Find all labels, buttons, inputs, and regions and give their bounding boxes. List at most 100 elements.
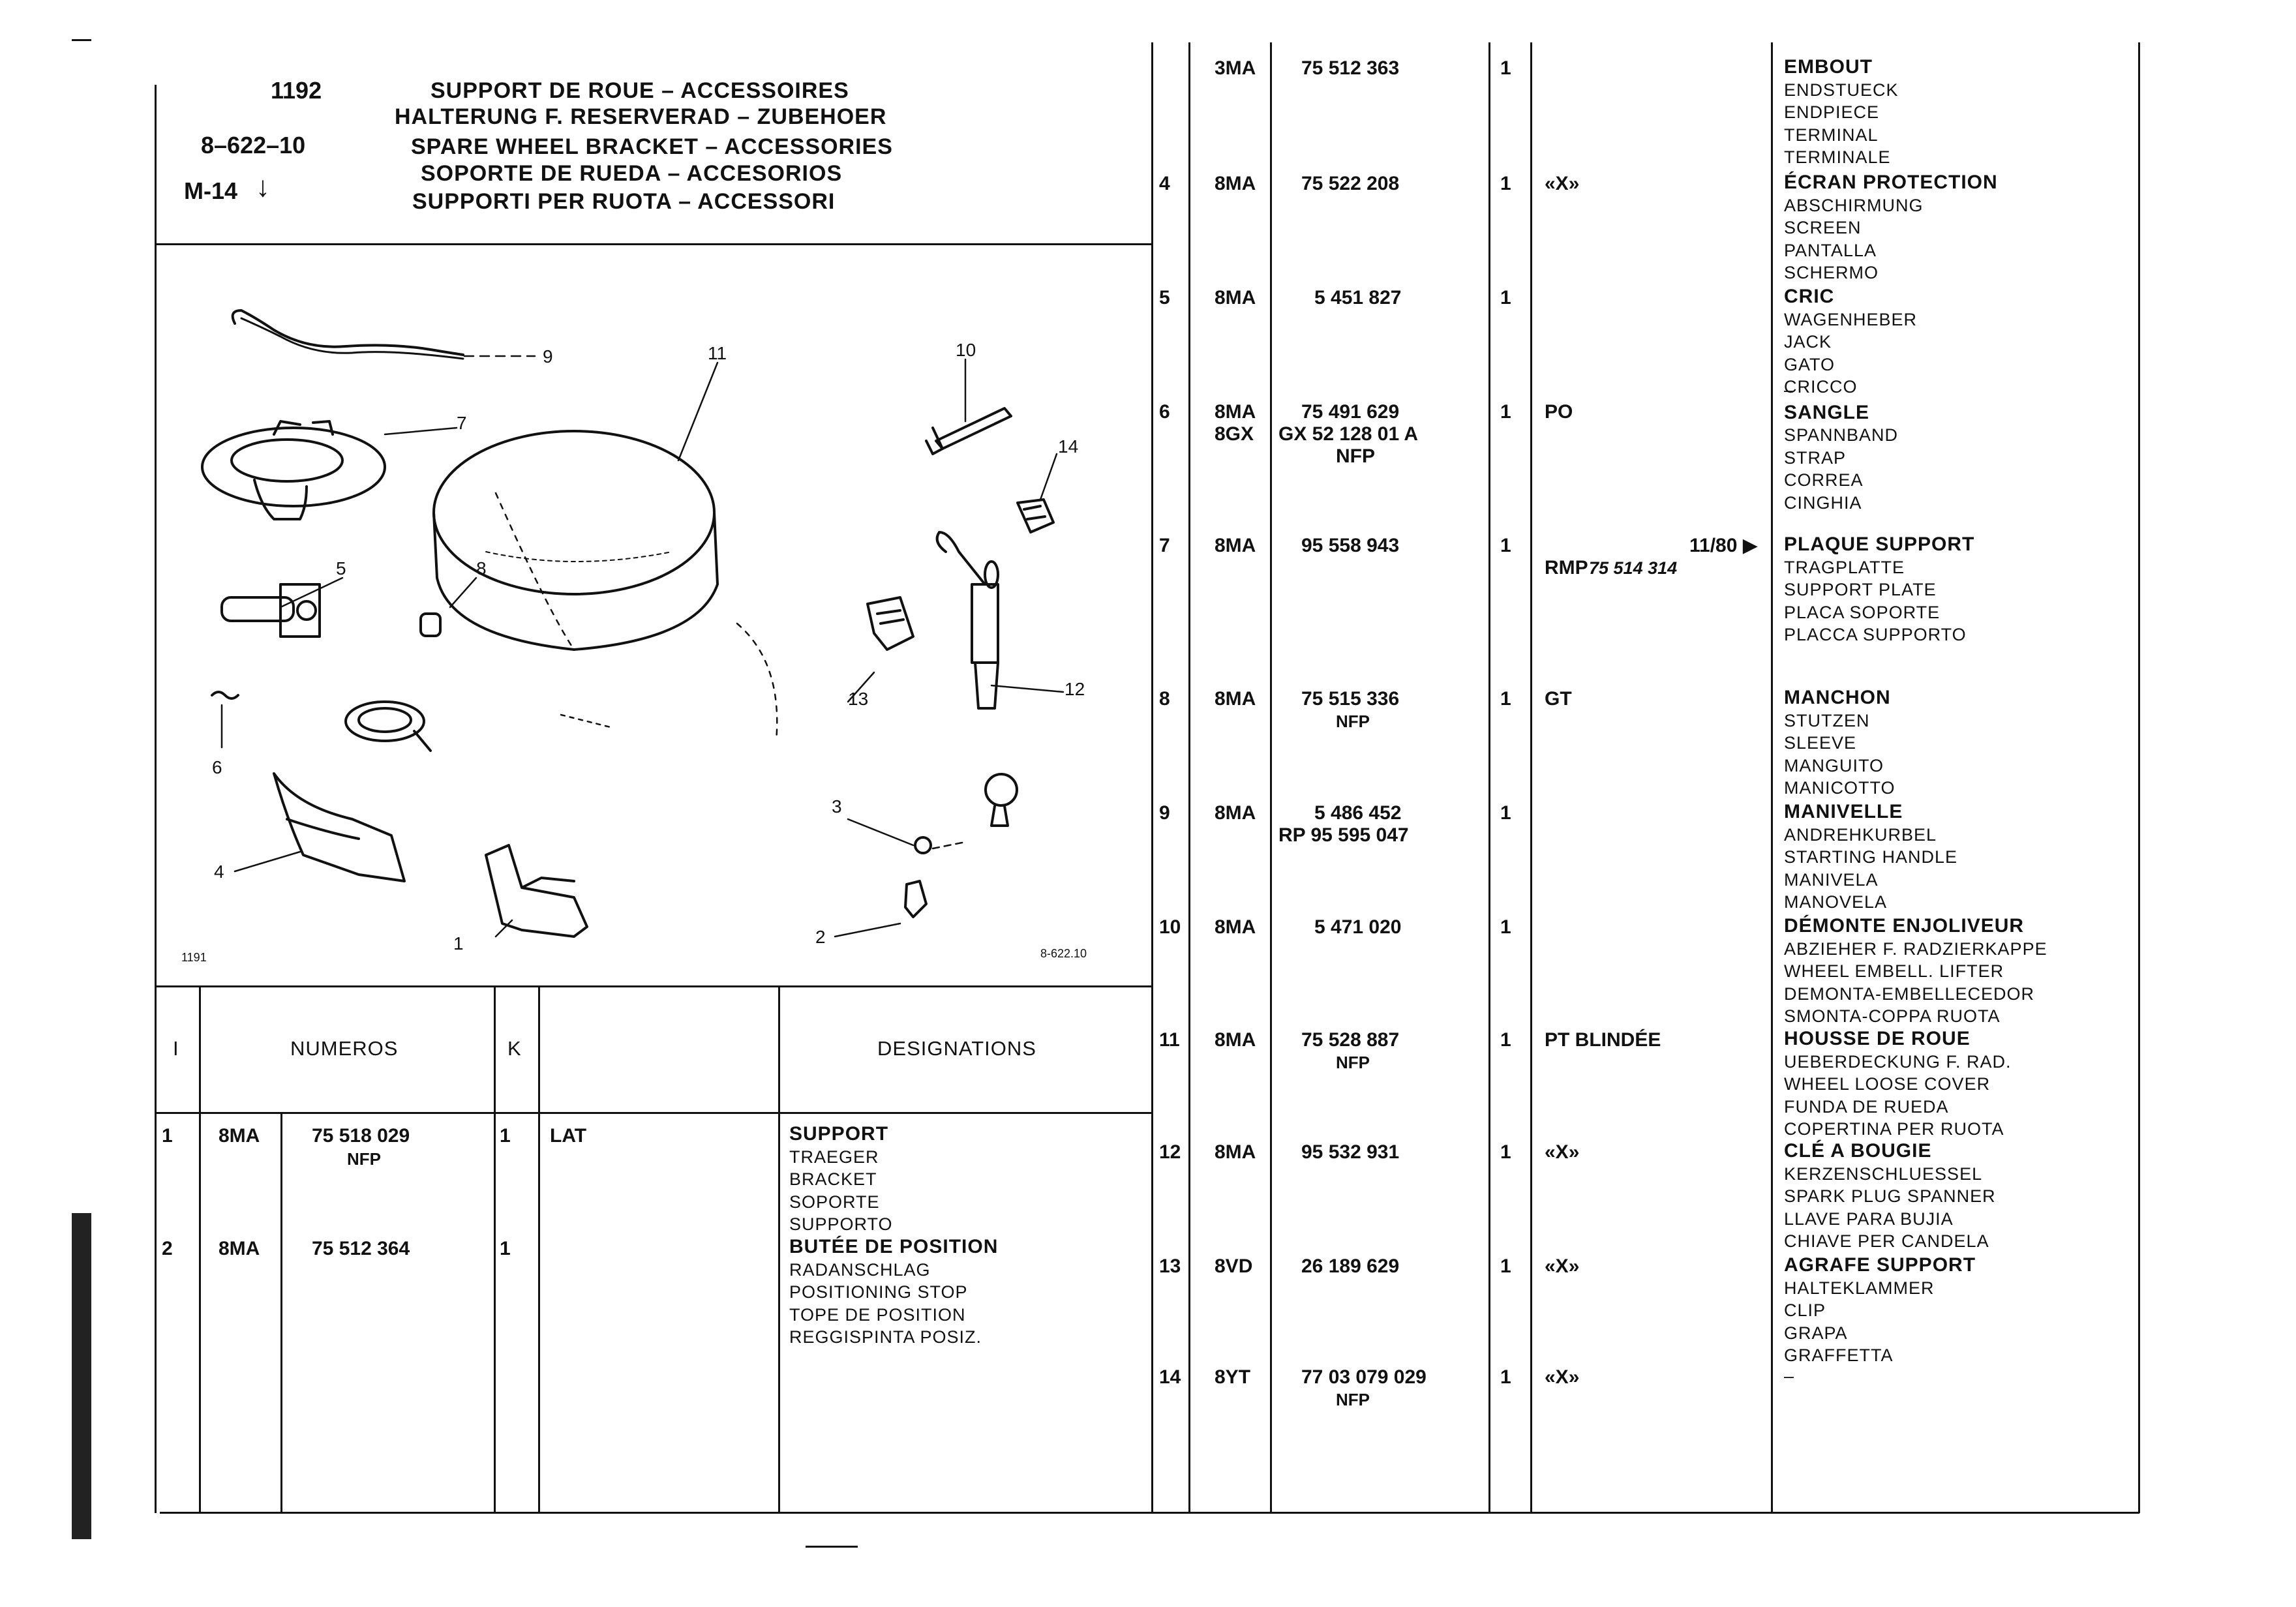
row-qty: 1 — [500, 1125, 511, 1147]
row-part-number-3: NFP — [1336, 445, 1375, 467]
row-index: 1 — [162, 1125, 173, 1147]
row-index: 8 — [1159, 688, 1170, 710]
row-note: PT BLINDÉE — [1545, 1029, 1661, 1051]
row-index: 5 — [1159, 287, 1170, 308]
row-part-number: 5 471 020 — [1314, 916, 1402, 938]
row-note: «X» — [1545, 173, 1580, 194]
row-note: RMP — [1545, 557, 1588, 578]
row-index: 4 — [1159, 173, 1170, 194]
row-part-number: 75 512 363 — [1301, 57, 1400, 79]
row-designation: SUPPORT TRAEGER BRACKET SOPORTE SUPPORTO — [789, 1123, 893, 1234]
row-part-number: 75 518 029 — [312, 1125, 410, 1147]
row-qty: 1 — [1500, 287, 1511, 308]
table-header-divider — [155, 1112, 1153, 1114]
row-code: 8YT — [1215, 1366, 1251, 1388]
row-qty: 1 — [1500, 1141, 1511, 1163]
row-code: 8MA — [219, 1238, 260, 1259]
callout-4: 4 — [214, 862, 224, 882]
row-part-number: 75 528 887 — [1301, 1029, 1400, 1051]
figure-ref-left: 1191 — [181, 951, 207, 964]
callout-3: 3 — [832, 796, 842, 817]
part-12-spanner — [935, 531, 999, 710]
row-qty: 1 — [1500, 401, 1511, 423]
title-de: HALTERUNG F. RESERVERAD – ZUBEHOER — [395, 104, 887, 129]
row-note: «X» — [1545, 1366, 1580, 1388]
row-code: 8MA — [1215, 688, 1256, 710]
row-part-number-2: RP 95 595 047 — [1278, 824, 1409, 846]
part-13-agrafe — [866, 596, 914, 651]
header-i: I — [173, 1037, 179, 1060]
callout-1: 1 — [453, 933, 464, 954]
callout-14: 14 — [1058, 436, 1078, 457]
row-note: LAT — [550, 1125, 587, 1147]
row-index: 2 — [162, 1238, 173, 1259]
part-10-lifter — [925, 407, 1012, 455]
row-part-number-2: NFP — [1336, 712, 1370, 731]
col-sep-k — [538, 985, 540, 1513]
row-part-number: 95 558 943 — [1301, 535, 1400, 556]
row-part-number-2: NFP — [347, 1149, 381, 1169]
part-7-plate — [201, 420, 386, 520]
col-sep-code — [280, 1112, 282, 1513]
part-ring — [344, 700, 432, 752]
row-qty: 1 — [1500, 57, 1511, 79]
row-index: 11 — [1159, 1029, 1180, 1051]
rcol-sep-note — [1771, 42, 1773, 1513]
callout-11: 11 — [708, 343, 727, 363]
rcol-sep-k — [1530, 42, 1532, 1513]
row-qty: 1 — [1500, 688, 1511, 710]
row-index: 6 — [1159, 401, 1170, 423]
left-frame — [155, 85, 157, 1513]
row-part-number: 5 486 452 — [1314, 802, 1402, 824]
part-14-clip — [1016, 498, 1055, 533]
header-numeros: NUMEROS — [290, 1037, 399, 1060]
callout-6: 6 — [212, 757, 222, 777]
callout-13: 13 — [848, 689, 868, 709]
row-qty: 1 — [1500, 1029, 1511, 1051]
row-code: 8MA — [1215, 802, 1256, 824]
callout-12: 12 — [1065, 679, 1085, 699]
row-code: 8MA — [1215, 535, 1256, 556]
center-frame — [1151, 42, 1153, 1513]
part-4-screen — [273, 772, 406, 882]
row-qty: 1 — [1500, 1255, 1511, 1277]
part-1-bracket — [485, 844, 588, 938]
figure-ref-right: 8-622.10 — [1040, 947, 1087, 960]
row-part-number: 75 512 364 — [312, 1238, 410, 1259]
part-9-rod — [231, 309, 464, 360]
row-code: 8MA — [1215, 287, 1256, 308]
part-knob — [984, 773, 1018, 827]
row-code: 8VD — [1215, 1255, 1253, 1277]
row-note: «X» — [1545, 1141, 1580, 1163]
title-it: SUPPORTI PER RUOTA – ACCESSORI — [412, 189, 836, 214]
row-part-number: 75 491 629 — [1301, 401, 1400, 423]
rcol-sep-num — [1488, 42, 1490, 1513]
title-fr: SUPPORT DE ROUE – ACCESSOIRES — [430, 78, 849, 103]
row-index: 9 — [1159, 802, 1170, 824]
row-designation: BUTÉE DE POSITION RADANSCHLAG POSITIONIN… — [789, 1236, 999, 1347]
header-code-m14: M-14 — [184, 177, 238, 204]
row-code: 8MA — [1215, 1029, 1256, 1051]
row-code-2: 8GX — [1215, 423, 1254, 445]
callout-10: 10 — [956, 340, 976, 360]
row-designation: – — [1784, 1366, 1795, 1386]
part-3-terminal — [914, 836, 932, 854]
row-qty: 1 — [1500, 916, 1511, 938]
row-qty: 1 — [1500, 535, 1511, 556]
table-top-divider — [155, 985, 1153, 987]
row-code: 8MA — [1215, 916, 1256, 938]
part-11-cover — [432, 430, 719, 651]
row-code: 8MA — [1215, 401, 1256, 423]
row-part-number: 5 451 827 — [1314, 287, 1402, 308]
row-index: 13 — [1159, 1255, 1181, 1277]
row-qty: 1 — [1500, 802, 1511, 824]
rcol-sep-i — [1188, 42, 1190, 1513]
row-qty: 1 — [500, 1238, 511, 1259]
